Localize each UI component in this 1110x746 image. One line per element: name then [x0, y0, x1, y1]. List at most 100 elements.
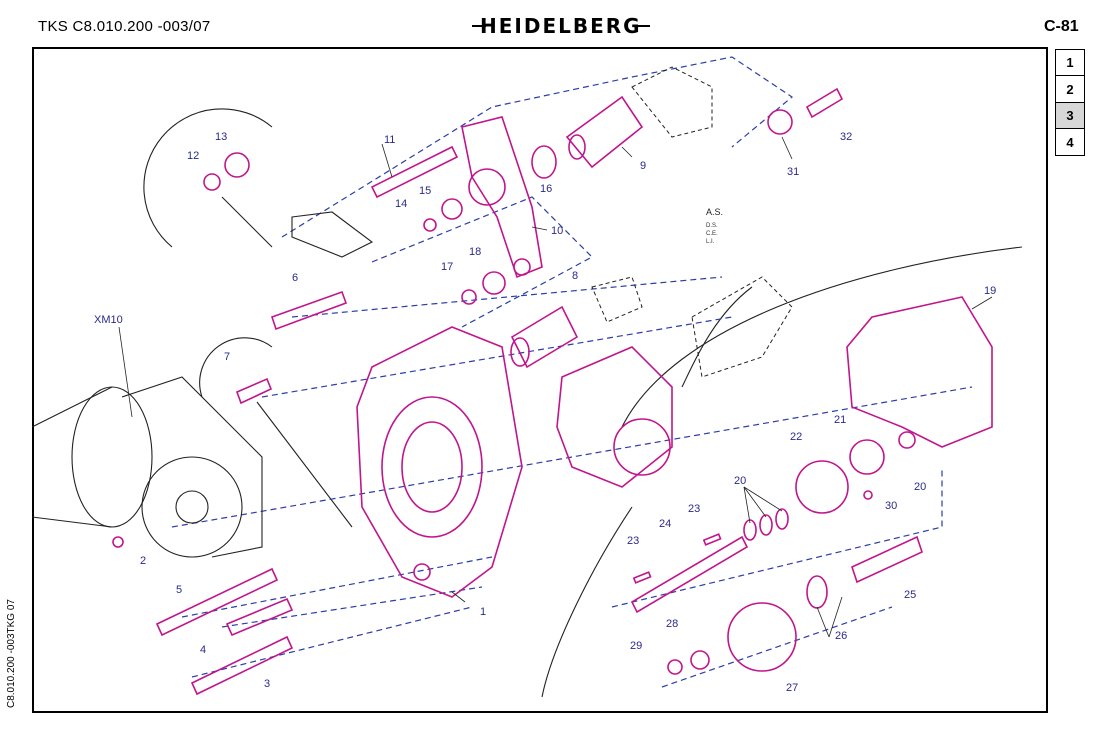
context-arc-upper [621, 246, 1023, 428]
tab-4[interactable]: 4 [1055, 128, 1085, 156]
leader-19 [971, 296, 993, 310]
note-as: A.S. [706, 207, 723, 217]
part-label-22: 22 [790, 431, 802, 443]
leader-10 [531, 226, 548, 231]
ring-part-15 [441, 198, 463, 220]
gear-on-housing [613, 418, 671, 476]
detail-circle-mid [199, 337, 273, 398]
bearing-group-20 [743, 508, 789, 541]
part-label-27: 27 [786, 682, 798, 694]
part-label-xm10: XM10 [94, 314, 123, 326]
leader-26a [816, 606, 830, 638]
coupling-part-8-face [510, 337, 530, 367]
part-label-3: 3 [264, 678, 270, 690]
ring-part-14 [423, 218, 437, 232]
tab-1[interactable]: 1 [1055, 48, 1085, 77]
part-label-20b: 20 [914, 481, 926, 493]
screw-part-5 [155, 567, 279, 637]
note-ce: C.E. [706, 231, 718, 237]
part-label-13: 13 [215, 131, 227, 143]
lever-part-10 [461, 116, 543, 279]
part-label-31: 31 [787, 166, 799, 178]
part-label-30: 30 [885, 500, 897, 512]
key-part-30 [863, 490, 873, 500]
ring-part-13 [224, 152, 250, 178]
ring-part-28 [690, 650, 710, 670]
section-tabs: 1 2 3 4 [1055, 48, 1085, 156]
dashed-coupling-right [691, 276, 793, 378]
screw-part-7 [235, 377, 273, 405]
part-label-28: 28 [666, 618, 678, 630]
leader-11 [381, 143, 393, 178]
coupling-part-8 [510, 305, 579, 369]
bearing-part-16 [531, 145, 557, 179]
pin-part-11 [370, 145, 459, 199]
gear-part-21 [849, 439, 885, 475]
part-label-25: 25 [904, 589, 916, 601]
part-label-20a: 20 [734, 475, 746, 487]
dashed-coupling-mid [591, 276, 643, 323]
side-reference-code: C8.010.200 -003TKG 07 [6, 599, 17, 708]
part-label-1: 1 [480, 606, 486, 618]
part-label-15: 15 [419, 185, 431, 197]
screw-part-6 [270, 290, 348, 331]
context-arc-lower [541, 506, 633, 698]
part-label-24: 24 [659, 518, 671, 530]
part-label-4: 4 [200, 644, 206, 656]
part-label-32: 32 [840, 131, 852, 143]
part-label-18: 18 [469, 246, 481, 258]
bolt-part-17 [461, 289, 477, 305]
axis-screw-3 [191, 606, 473, 678]
axis-bore [261, 316, 733, 398]
disc-part-31 [767, 109, 793, 135]
ring-part-29 [667, 659, 683, 675]
part-label-2: 2 [140, 555, 146, 567]
document-code: TKS C8.010.200 -003/07 [38, 18, 211, 35]
part-label-17: 17 [441, 261, 453, 273]
part-label-7: 7 [224, 351, 230, 363]
dashed-coupling-top [631, 66, 713, 138]
shaft-part-9 [565, 95, 644, 169]
part-label-16: 16 [540, 183, 552, 195]
detail-circle-top [143, 108, 273, 248]
part-label-6: 6 [292, 272, 298, 284]
key-part-23a [632, 571, 652, 584]
part-label-14: 14 [395, 198, 407, 210]
note-ds: D.S. [706, 223, 718, 229]
axis-screw-6 [291, 276, 723, 318]
part-label-23a: 23 [627, 535, 639, 547]
heidelberg-logo: HEIDELBERG [472, 14, 650, 38]
housing-part-1 [356, 326, 523, 598]
ring-part-20b [898, 431, 916, 449]
screw-part-32 [805, 87, 844, 119]
tab-3[interactable]: 3 [1055, 101, 1085, 130]
gear-housing [556, 346, 673, 488]
shaft-part-24 [630, 535, 749, 614]
bearing-part-18 [482, 271, 506, 295]
leader-xm10 [118, 326, 133, 418]
bracket [291, 211, 374, 258]
part-label-19: 19 [984, 285, 996, 297]
bearing-part-26 [806, 575, 828, 609]
part-label-8: 8 [572, 270, 578, 282]
drawing-frame [32, 47, 1048, 713]
leader-20-1 [743, 486, 751, 524]
axis-lever [371, 196, 593, 328]
part-label-10: 10 [551, 225, 563, 237]
bracket-part-19 [846, 296, 993, 448]
part-label-9: 9 [640, 160, 646, 172]
part-label-26: 26 [835, 630, 847, 642]
part-label-11: 11 [384, 134, 395, 146]
part-label-21: 21 [834, 414, 846, 426]
note-li: L.I. [706, 239, 715, 245]
part-label-12: 12 [187, 150, 199, 162]
part-label-29: 29 [630, 640, 642, 652]
axis-screw-5 [181, 556, 493, 618]
context-arc-mid [681, 286, 753, 388]
gear-part-27 [727, 602, 797, 672]
tab-2[interactable]: 2 [1055, 75, 1085, 103]
motor-assembly [32, 376, 263, 558]
leader-1 [451, 591, 466, 603]
part-label-5: 5 [176, 584, 182, 596]
axis-top [281, 56, 794, 238]
